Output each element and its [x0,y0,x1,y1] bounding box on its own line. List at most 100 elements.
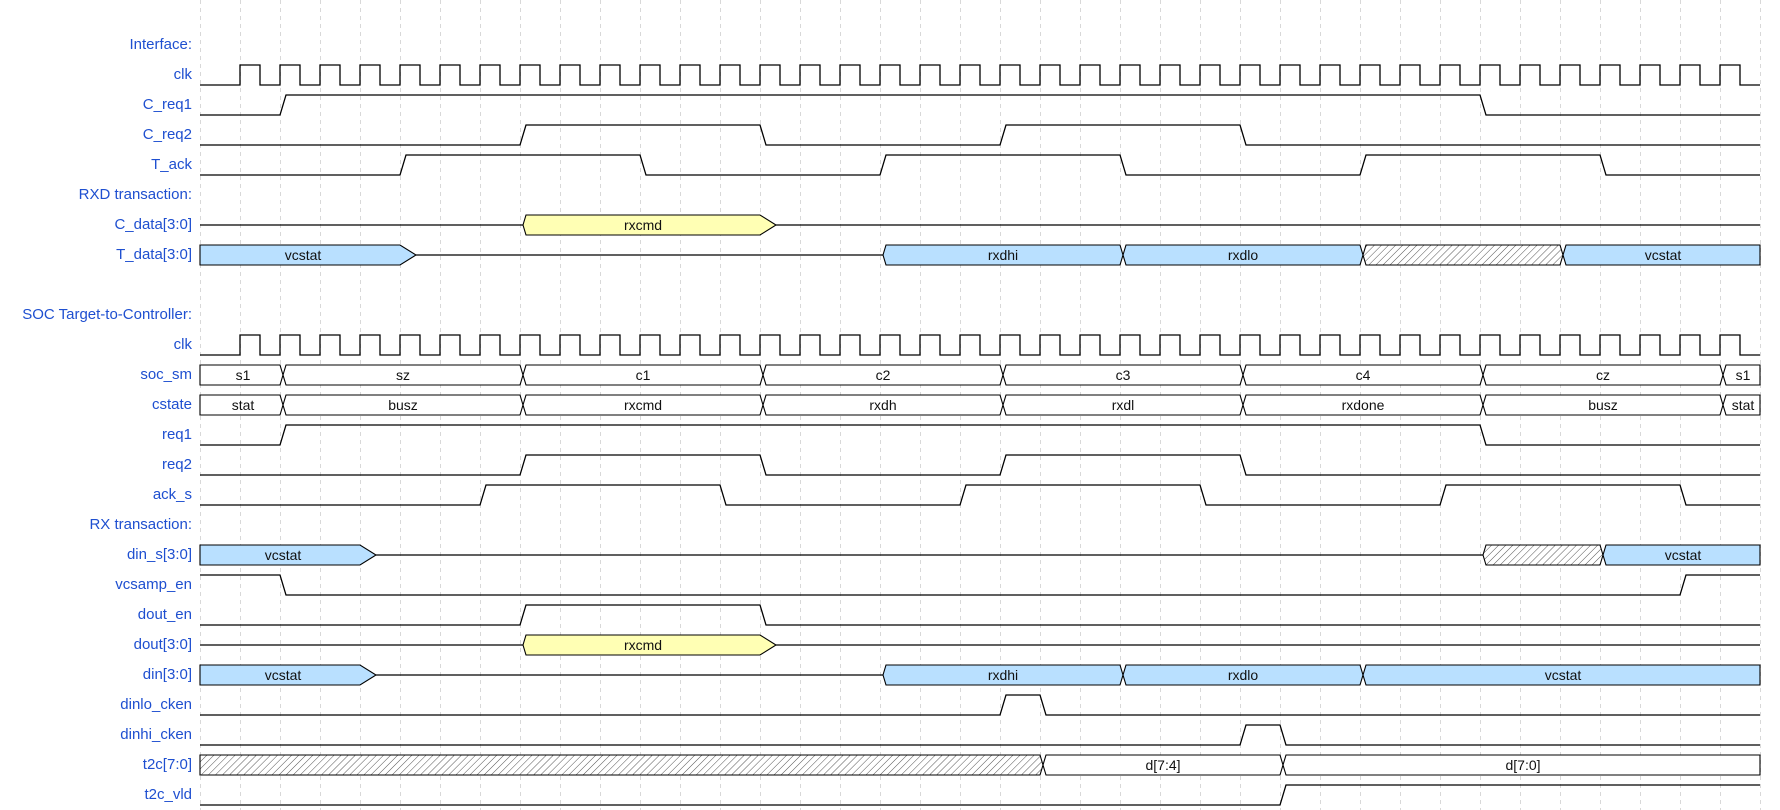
wave-din-s-3-0-: vcstat vcstat [199,544,1761,566]
wave-c-data-3-0-: rxcmd [200,214,1760,236]
signal-label: C_req1 [142,96,192,113]
bus-segment [1242,364,1484,386]
bit-wave [200,724,1760,746]
signal-label: SOC Target-to-Controller: [22,306,192,323]
bus-segment [1362,664,1761,686]
bus-value: stat [1732,397,1755,413]
signal-label: cstate [151,396,192,413]
bus-segment [199,394,284,416]
bit-wave [200,604,1760,626]
wave-vcsamp-en [200,574,1760,596]
bus-segment [882,244,1124,266]
bus-value: rxcmd [624,397,662,413]
bus-value: s1 [236,367,251,383]
clock-wave [200,334,1760,356]
bus-value: rxdhi [988,667,1018,683]
bus-value: c2 [876,367,891,383]
wave-dout-en [200,604,1760,626]
bus-segment [199,664,378,686]
bus-segment [1122,664,1364,686]
bus-segment [1482,364,1724,386]
signal-label: t2c[7:0] [142,756,192,773]
signal-label: T_data[3:0] [116,246,192,263]
wave-dout-3-0-: rxcmd [200,634,1760,656]
bus-segment [522,214,778,236]
wave-c-req1 [200,94,1760,116]
signal-label: dout[3:0] [133,636,192,653]
bus-value: cz [1596,367,1610,383]
bus-value: rxdlo [1228,247,1259,263]
bus-segment [1482,394,1724,416]
bus-segment [522,634,778,656]
signal-label: din[3:0] [142,666,192,683]
bus-value: vcstat [265,547,302,563]
bus-value: busz [388,397,418,413]
signal-label: dinhi_cken [120,726,192,743]
bus-undefined [1482,544,1604,566]
signal-label: dinlo_cken [120,696,192,713]
bus-segment [882,664,1124,686]
bus-segment [199,544,378,566]
bus-segment [1602,544,1761,566]
bus-value: s1 [1736,367,1751,383]
bus-segment [762,364,1004,386]
wave-clk [200,64,1760,86]
wave-soc-sm: s1 sz c1 c2 c3 c4 cz s1 [199,364,1761,386]
bus-value: rxdone [1342,397,1385,413]
signal-label: C_data[3:0] [114,216,192,233]
wave-dinhi-cken [200,724,1760,746]
bus-value: vcstat [265,667,302,683]
signal-label: req1 [161,426,192,443]
bus-segment [282,364,524,386]
wave-c-req2 [200,124,1760,146]
bit-wave [200,694,1760,716]
bit-wave [200,454,1760,476]
bus-value: d[7:0] [1505,757,1540,773]
signal-label: Interface: [129,36,192,53]
wave-ack-s [200,484,1760,506]
bit-wave [200,574,1760,596]
bus-value: c3 [1116,367,1131,383]
bus-value: vcstat [1545,667,1582,683]
wave-t2c-vld [200,784,1760,806]
bit-wave [200,154,1760,176]
bus-value: c1 [636,367,651,383]
bus-segment [1722,394,1761,416]
bit-wave [200,424,1760,446]
wave-req2 [200,454,1760,476]
bit-wave [200,784,1760,806]
bus-value: d[7:4] [1145,757,1180,773]
waveforms: rxcmd vcstat rxdhi rxdlo vcstat s1 sz c1 c2 c3 c4 c… [199,64,1761,806]
signal-label: ack_s [152,486,192,503]
signal-label: T_ack [151,156,192,173]
bus-value: c4 [1356,367,1371,383]
bus-segment [1242,394,1484,416]
signal-label: RXD transaction: [78,186,192,203]
wave-clk [200,334,1760,356]
bus-segment [1122,244,1364,266]
wave-dinlo-cken [200,694,1760,716]
bus-value: vcstat [285,247,322,263]
bit-wave [200,484,1760,506]
bus-value: rxdhi [988,247,1018,263]
bus-segment [1002,394,1244,416]
bit-wave [200,124,1760,146]
signal-label: vcsamp_en [115,576,192,593]
bus-segment [282,394,524,416]
signal-label: dout_en [137,606,192,623]
bus-value: vcstat [1665,547,1702,563]
bus-value: rxcmd [624,217,662,233]
bus-segment [522,364,764,386]
bus-value: busz [1588,397,1618,413]
bit-wave [200,94,1760,116]
signal-label: req2 [161,456,192,473]
signal-label: din_s[3:0] [126,546,192,563]
bus-value: sz [396,367,410,383]
signal-label: C_req2 [142,126,192,143]
signal-label: RX transaction: [89,516,192,533]
signal-label: soc_sm [140,366,192,383]
